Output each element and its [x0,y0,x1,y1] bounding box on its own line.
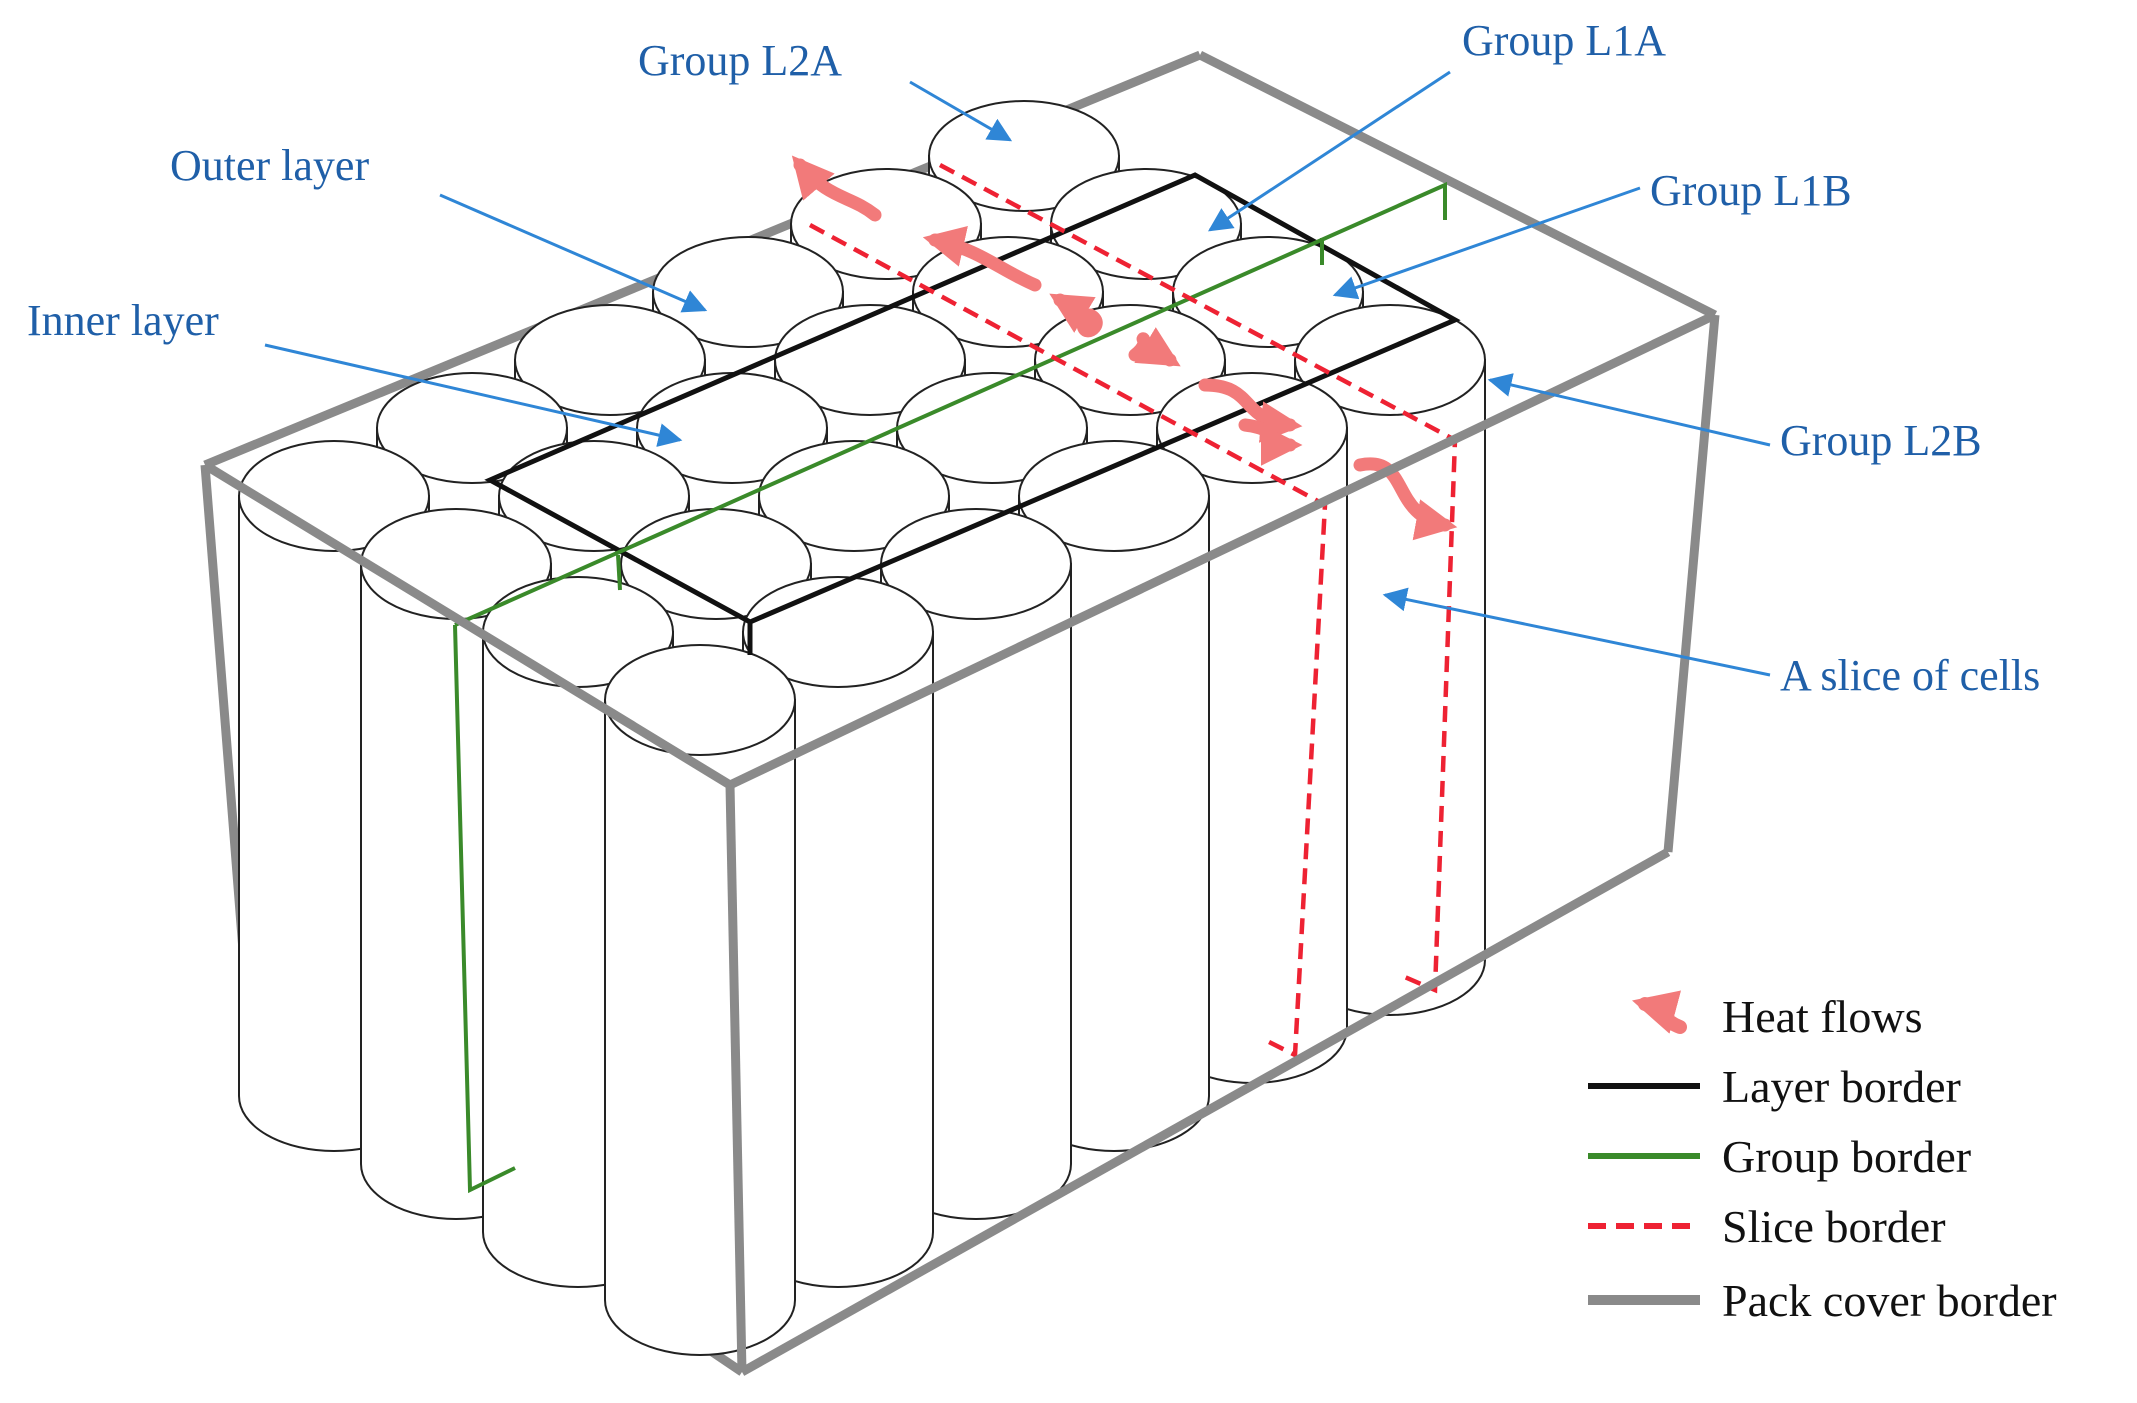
slice-border [808,223,1328,1059]
cell [604,644,796,1356]
label-group-l1b: Group L1B [1650,166,1852,215]
group-border [454,181,1447,627]
legend-item-group-border: Group border [1588,1131,1971,1182]
callout-arrow [1207,70,1451,232]
heat-flow-icon [1632,990,1687,1034]
callout-labels: Group L2A Group L1A Outer layer Group L1… [27,16,2040,700]
heat-flow-arrow [1238,418,1303,466]
heat-flow-arrow [1128,327,1181,367]
label-group-l2b: Group L2B [1780,416,1982,465]
label-group-l2a: Group L2A [638,36,842,85]
heat-flow-arrow [1353,457,1458,541]
callout-arrow [1487,373,1771,447]
label-inner-layer: Inner layer [27,296,219,345]
callout-arrow [439,193,708,313]
legend: Heat flows Layer border Group border Sli… [1588,990,2057,1326]
heat-flow-arrow [791,155,882,222]
legend-label-heat-flows: Heat flows [1722,991,1923,1042]
label-slice-of-cells: A slice of cells [1780,651,2040,700]
pack-edge [1197,50,1718,320]
pack-edge [202,461,733,789]
legend-label-group-border: Group border [1722,1131,1971,1182]
borders-group [453,163,1461,1194]
heat-flow-arrow [922,226,1042,292]
legend-item-pack-cover-border: Pack cover border [1588,1275,2057,1326]
heat-flow-arrow [1049,293,1103,338]
callout-arrow [264,343,683,447]
callout-arrow [1332,186,1641,300]
pack-edge [1663,314,1720,853]
cells-group [238,100,1486,1356]
legend-label-pack-cover-border: Pack cover border [1722,1275,2057,1326]
group-border-drop [616,554,622,591]
group-border-side [453,624,516,1194]
label-outer-layer: Outer layer [170,141,369,190]
layer-border [484,172,1461,625]
label-group-l1a: Group L1A [1462,16,1666,65]
legend-label-layer-border: Layer border [1722,1061,1961,1112]
callout-arrows-group [264,70,1771,677]
slice-border [938,163,1458,994]
legend-label-slice-border: Slice border [1722,1201,1946,1252]
callout-arrow [909,80,1013,142]
pack-edge [739,848,1671,1376]
legend-item-heat-flows: Heat flows [1632,990,1923,1042]
pack-edge [725,784,747,1373]
heat-flows-group [791,155,1458,541]
callout-arrow [1382,587,1771,677]
heat-flow-arrow [1198,378,1303,443]
legend-item-layer-border: Layer border [1588,1061,1961,1112]
legend-item-slice-border: Slice border [1588,1201,1946,1252]
